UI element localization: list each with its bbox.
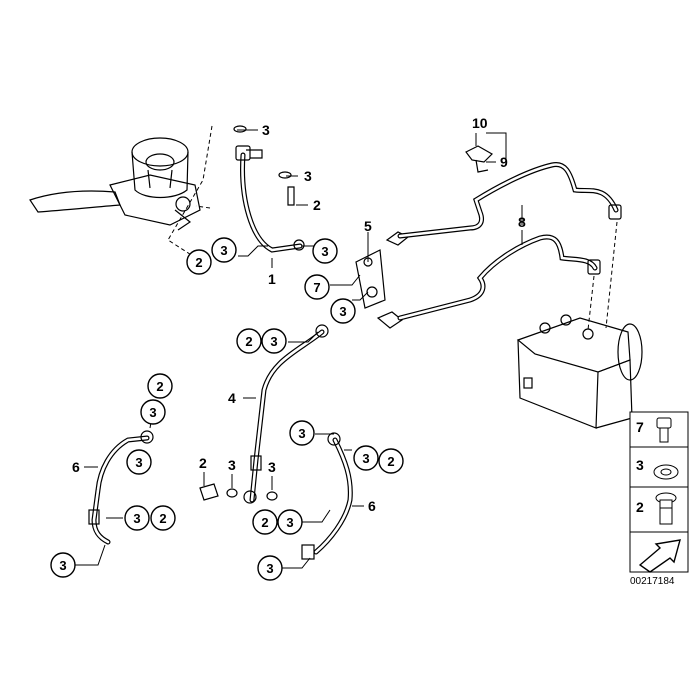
arrow-icon <box>638 539 681 573</box>
abs-pressure-modulator <box>516 314 643 429</box>
legend-label-3: 3 <box>636 457 644 473</box>
svg-text:3: 3 <box>321 244 328 259</box>
callout-3-bracket: 3 <box>330 298 356 324</box>
callout-pair-2-3: 2 3 <box>186 237 237 275</box>
callout-7: 7 <box>304 274 330 300</box>
parts-legend: 7 3 2 <box>629 411 689 573</box>
callout-3-seal: 3 <box>304 168 312 184</box>
svg-text:3: 3 <box>286 515 293 530</box>
brake-hose-1 <box>235 145 305 253</box>
callout-2-banjo: 2 <box>199 455 207 471</box>
legend-label-2: 2 <box>636 499 644 515</box>
svg-text:3: 3 <box>149 405 156 420</box>
svg-text:3: 3 <box>220 243 227 258</box>
diagram-number: 00217184 <box>630 576 675 587</box>
brake-hose-6-left <box>88 430 154 545</box>
svg-text:3: 3 <box>270 334 277 349</box>
banjo-bolt-and-washers <box>199 483 278 501</box>
svg-text:2: 2 <box>195 255 202 270</box>
callout-3-hose-end: 3 <box>312 238 338 264</box>
svg-text:2: 2 <box>156 379 163 394</box>
callout-3-seal-top: 3 <box>262 122 270 138</box>
svg-text:3: 3 <box>59 558 66 573</box>
callout-10: 10 <box>472 115 488 131</box>
pipe-clip-9 <box>465 145 493 173</box>
distribution-bracket <box>355 231 410 329</box>
callout-pair-3-2-right: 3 2 <box>353 445 404 474</box>
callout-3-left-b: 3 <box>126 449 152 475</box>
callout-5: 5 <box>364 218 372 234</box>
callout-6-right: 6 <box>368 498 376 514</box>
master-cylinder <box>29 137 201 231</box>
callout-3-washer-b: 3 <box>268 459 276 475</box>
legend-label-7: 7 <box>636 419 644 435</box>
brake-pipes-8 <box>397 161 622 321</box>
svg-text:2: 2 <box>261 515 268 530</box>
callout-3-bottom-right: 3 <box>257 555 283 581</box>
svg-text:2: 2 <box>159 511 166 526</box>
callout-9: 9 <box>500 154 508 170</box>
callout-1: 1 <box>268 271 276 287</box>
svg-text:3: 3 <box>362 451 369 466</box>
callout-3-washer-a: 3 <box>228 457 236 473</box>
callout-pair-2-3-right: 2 3 <box>252 509 303 535</box>
svg-text:3: 3 <box>298 426 305 441</box>
legend-washer-icon <box>653 464 679 480</box>
legend-screw-icon <box>656 417 672 443</box>
svg-text:2: 2 <box>245 334 252 349</box>
callout-pair-2-3-hose4: 2 3 <box>236 328 287 354</box>
svg-text:2: 2 <box>387 454 394 469</box>
svg-text:3: 3 <box>266 561 273 576</box>
callout-8: 8 <box>518 214 526 230</box>
legend-banjo-bolt-icon <box>655 492 677 525</box>
brake-hose-4 <box>243 324 329 504</box>
svg-text:3: 3 <box>135 455 142 470</box>
callout-3-right-hose: 3 <box>289 420 315 446</box>
svg-text:3: 3 <box>133 511 140 526</box>
callout-3-left-a: 3 <box>140 399 166 425</box>
callout-2-bolt: 2 <box>313 197 321 213</box>
callout-2-left: 2 <box>147 373 173 399</box>
callout-pair-3-2-left: 3 2 <box>124 505 176 531</box>
callout-4: 4 <box>228 390 236 406</box>
callout-6-left: 6 <box>72 459 80 475</box>
brake-hose-6-right <box>301 432 353 560</box>
svg-text:3: 3 <box>339 304 346 319</box>
svg-text:7: 7 <box>313 280 320 295</box>
callout-3-bottom-left: 3 <box>50 552 76 578</box>
